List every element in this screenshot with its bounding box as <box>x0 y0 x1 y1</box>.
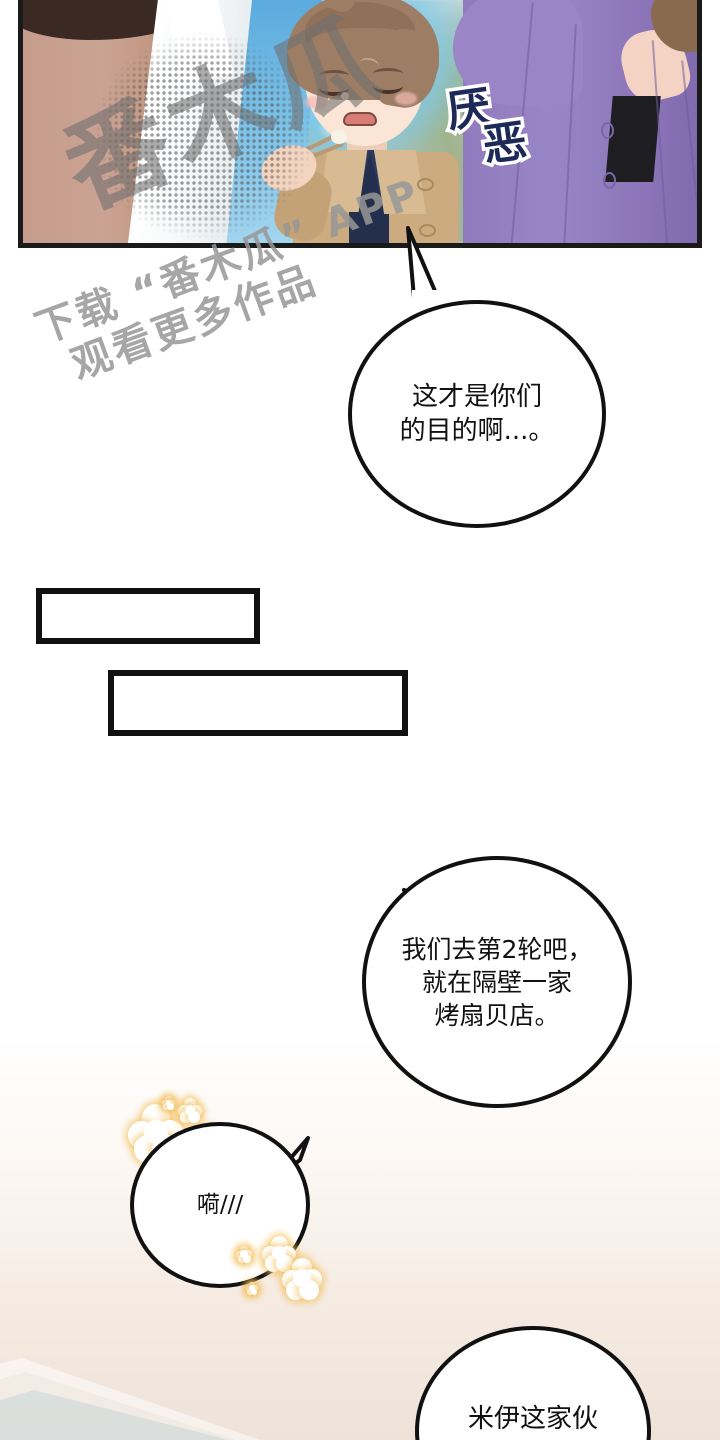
boy-eyebrow-right <box>373 68 403 79</box>
cardigan-button-icon <box>601 122 614 139</box>
right-figure-inner-top <box>605 96 661 182</box>
halftone-texture <box>83 6 333 243</box>
sfx-text: 厌 恶 <box>440 78 557 178</box>
speech-bubble-3-text: 嗬/// <box>196 1191 244 1218</box>
sparkle-flower <box>282 1258 322 1301</box>
speech-bubble-2-text: 我们去第2轮吧， 就在隔壁一家 烤扇贝店。 <box>401 934 593 1030</box>
speech-bubble-2: 我们去第2轮吧， 就在隔壁一家 烤扇贝店。 <box>362 856 632 1108</box>
cardigan-button-icon <box>603 172 616 189</box>
right-figure-shoulder <box>453 0 583 106</box>
boy-eyebrow-left <box>319 70 349 81</box>
boy-mouth <box>343 112 377 126</box>
coat-toggle-icon <box>419 224 436 237</box>
caption-box-1 <box>36 588 260 644</box>
speech-bubble-1: 这才是你们 的目的啊...。 <box>348 300 606 528</box>
speech-bubble-1-text: 这才是你们 的目的啊...。 <box>399 381 555 446</box>
comic-panel: 厌 恶 <box>18 0 702 248</box>
sparkle-flower <box>246 1282 258 1295</box>
boy-blush-right <box>395 92 417 105</box>
speech-bubble-4-text: 米伊这家伙 <box>467 1404 598 1434</box>
sparkle-flower <box>162 1096 175 1110</box>
coat-toggle-icon <box>417 178 434 191</box>
sparkle-flower <box>236 1246 252 1263</box>
sparkle-flower <box>178 1098 202 1124</box>
boy-eye-left <box>319 80 349 96</box>
caption-box-2 <box>108 670 408 736</box>
watermark-line-2: 观看更多作品 <box>65 257 324 389</box>
table-corner-artwork <box>0 1358 260 1440</box>
boy-nose <box>341 92 349 100</box>
skewer-food <box>331 130 347 144</box>
speech-bubble-4: 米伊这家伙 <box>415 1326 651 1440</box>
boy-eye-right <box>373 78 403 94</box>
panel-artwork: 厌 恶 <box>23 0 697 243</box>
sparkle-flower <box>262 1236 296 1273</box>
sfx-char-2: 恶 <box>476 112 536 176</box>
